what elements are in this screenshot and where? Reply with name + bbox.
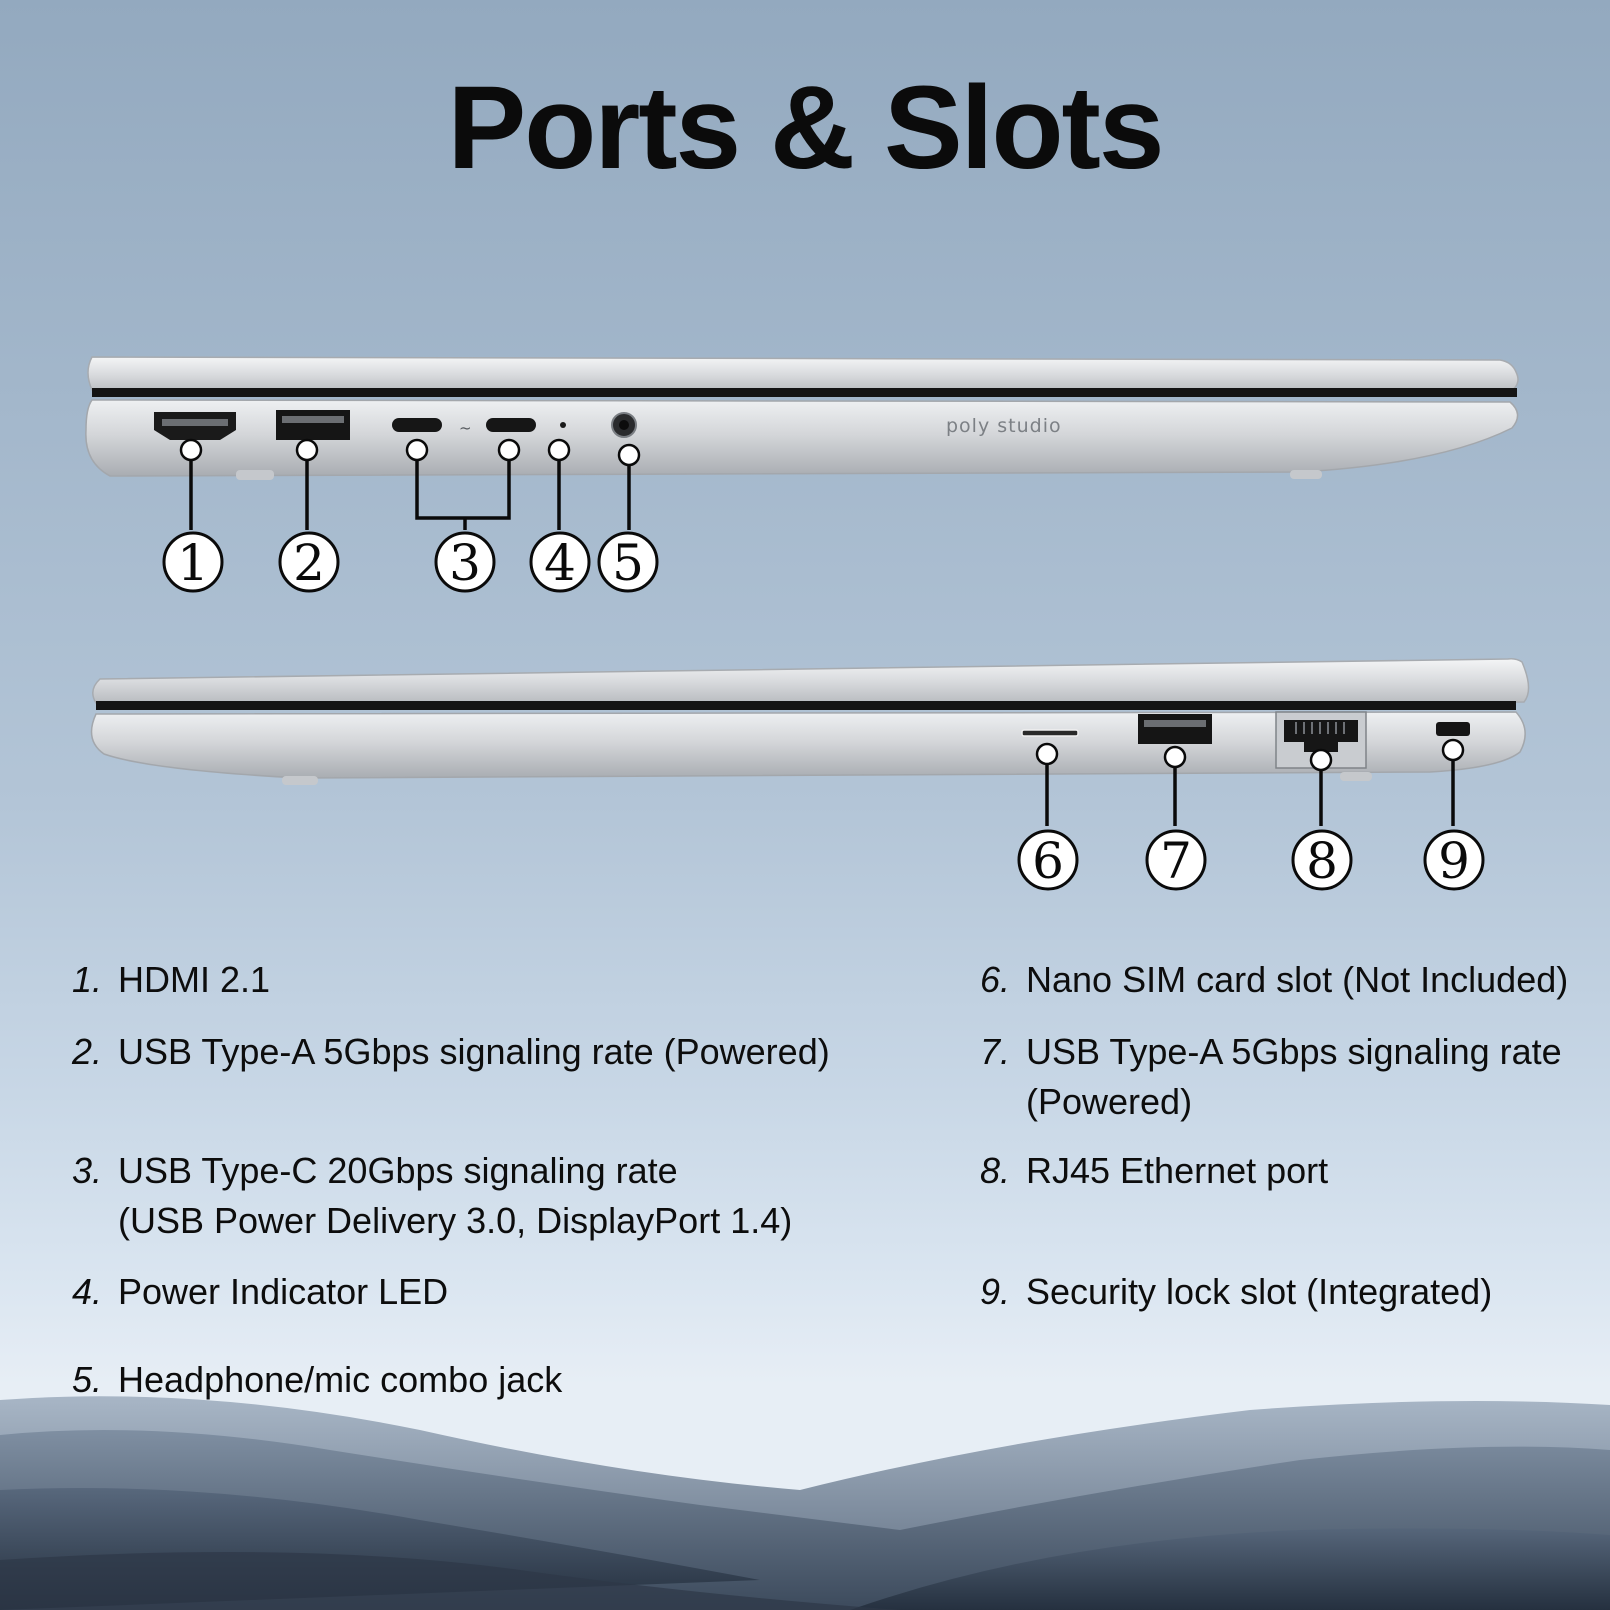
mountain-landscape [0, 1396, 1610, 1610]
page-title: Ports & Slots [447, 62, 1165, 194]
svg-text:8: 8 [1306, 832, 1338, 890]
hdmi-port-icon [154, 412, 236, 440]
security-lock-slot-icon [1436, 722, 1470, 736]
usb-a-port-icon [1138, 714, 1212, 744]
svg-text:3: 3 [449, 534, 481, 592]
svg-text:5: 5 [612, 534, 644, 592]
callout-badge-1: 1 [162, 531, 224, 593]
sim-slot-icon [1021, 729, 1079, 737]
callout-badge-3: 3 [434, 531, 496, 593]
ports-diagram: poly studio ~ [85, 356, 1530, 891]
usb-c-port-icon [486, 418, 536, 432]
callout-badge-8: 8 [1291, 829, 1353, 891]
leader-lines [189, 450, 1455, 826]
svg-text:9: 9 [1438, 832, 1470, 890]
laptop-left-side: poly studio ~ [85, 356, 1519, 480]
power-led-icon [560, 422, 566, 428]
svg-text:6: 6 [1032, 832, 1064, 890]
laptop-logo: poly studio [946, 415, 1062, 437]
svg-text:7: 7 [1160, 832, 1192, 890]
callout-badge-7: 7 [1145, 829, 1207, 891]
callout-badge-2: 2 [278, 531, 340, 593]
callout-badge-4: 4 [529, 531, 591, 593]
usb-a-port-icon [276, 410, 350, 440]
svg-text:2: 2 [293, 534, 325, 592]
callout-badge-9: 9 [1423, 829, 1485, 891]
svg-text:4: 4 [544, 534, 576, 592]
callout-badge-5: 5 [597, 531, 659, 593]
usb-c-symbol-icon: ~ [459, 419, 472, 437]
svg-text:1: 1 [177, 534, 209, 592]
port-markers [179, 438, 1465, 772]
headphone-jack-icon [611, 412, 637, 438]
usb-c-port-icon [392, 418, 442, 432]
callout-badge-6: 6 [1017, 829, 1079, 891]
